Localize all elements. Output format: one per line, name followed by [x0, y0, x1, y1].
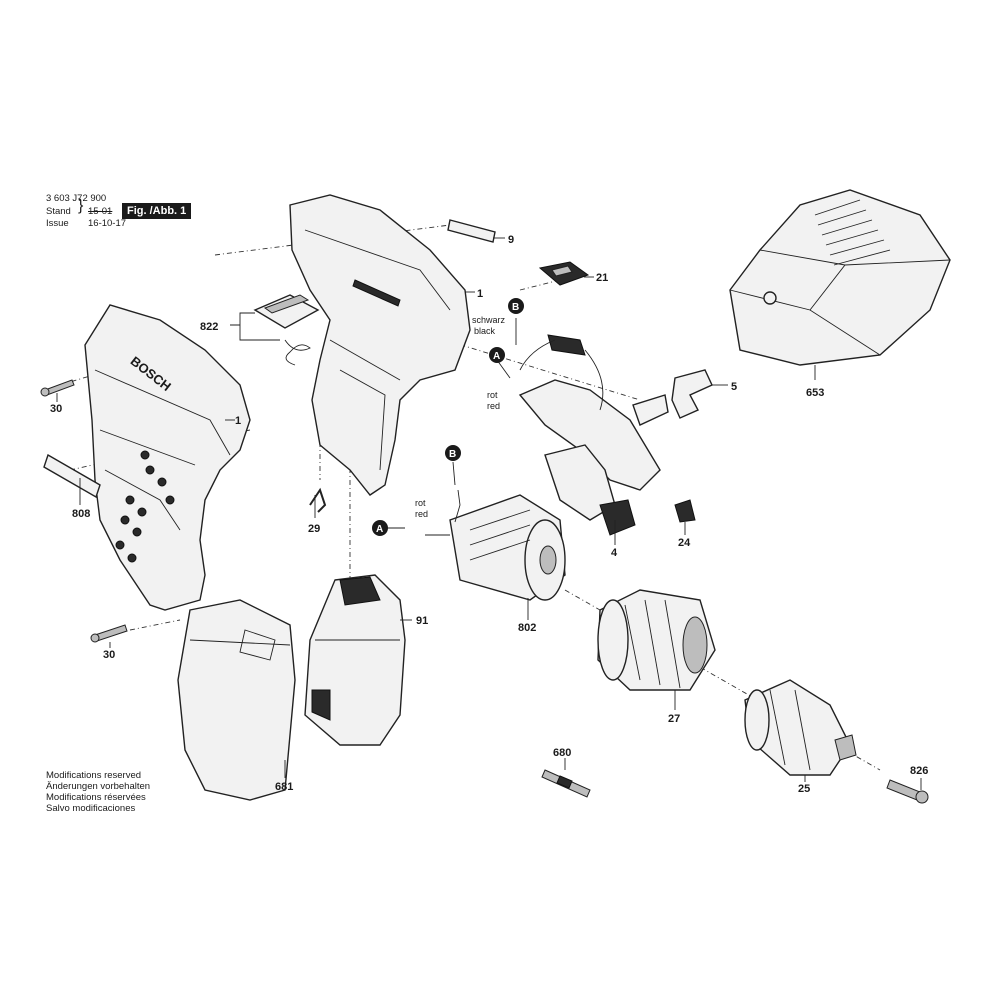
connector-b-upper-letter: B: [512, 302, 519, 313]
stand-value: 15-01: [88, 206, 113, 217]
drawing-number: 3 603 J72 900: [46, 193, 107, 204]
connector-b-upper: B: [508, 298, 524, 314]
note-en: Modifications reserved: [46, 770, 142, 781]
wire-label-red-lower: red: [415, 509, 428, 519]
note-es: Salvo modificaciones: [46, 803, 136, 814]
screw-30-bottom: [90, 624, 128, 643]
housing-half-left: BOSCH: [84, 304, 251, 611]
note-de: Änderungen vorbehalten: [46, 781, 151, 792]
wire-label-schwarz: schwarz: [472, 315, 506, 325]
part-label-4: 4: [611, 547, 618, 559]
battery-cover-681: [177, 599, 296, 801]
figure-tag: Fig. /Abb. 1: [122, 203, 192, 219]
housing-half-right: [289, 194, 471, 496]
issue-label: Issue: [46, 218, 69, 229]
spring-clip-29: [309, 487, 327, 513]
part-label-9: 9: [508, 234, 514, 246]
connector-a-upper: A: [489, 347, 505, 363]
part-label-24: 24: [678, 537, 691, 549]
leader-lines: [56, 237, 922, 790]
screw-826: [886, 779, 929, 804]
stand-label: Stand: [46, 206, 71, 217]
part-label-822: 822: [200, 321, 218, 333]
label-plate-808: [43, 453, 101, 499]
charger-vents: [814, 199, 891, 266]
connector-b-lower-letter: B: [449, 449, 456, 460]
part-label-680: 680: [553, 747, 571, 759]
motor-802: [425, 489, 566, 601]
connector-a-upper-letter: A: [493, 351, 500, 362]
wire-label-rot-lower: rot: [415, 498, 426, 508]
connector-b-lower: B: [445, 445, 461, 461]
part-label-808: 808: [72, 508, 90, 520]
gearbox-27: [597, 589, 716, 691]
note-fr: Modifications réservées: [46, 792, 146, 803]
part-label-826: 826: [910, 765, 928, 777]
part-label-1-left: 1: [235, 415, 241, 427]
part-label-27: 27: [668, 713, 680, 725]
wire-label-black: black: [474, 326, 496, 336]
connector-a-lower: A: [372, 520, 388, 536]
part-label-30-bottom: 30: [103, 649, 115, 661]
grip-texture: [115, 450, 175, 563]
brace-glyph: }: [78, 197, 84, 214]
part-label-21: 21: [596, 272, 608, 284]
part-label-25: 25: [798, 783, 810, 795]
switch-cap-21: [538, 261, 590, 286]
trigger-part-24: [674, 499, 696, 523]
part-label-1-right: 1: [477, 288, 483, 300]
part-label-653: 653: [806, 387, 824, 399]
part-label-802: 802: [518, 622, 536, 634]
charger-653: [729, 189, 951, 366]
battery-91: [304, 574, 406, 746]
wire-label-rot-upper: rot: [487, 390, 498, 400]
part-label-29: 29: [308, 523, 320, 535]
chuck-25: [744, 679, 857, 776]
switch-block-5: [632, 369, 713, 426]
cover-plate-9: [447, 219, 496, 243]
part-label-30-top: 30: [50, 403, 62, 415]
wire-label-red-upper: red: [487, 401, 500, 411]
modification-notes: Modifications reserved Änderungen vorbeh…: [46, 770, 150, 814]
part-label-5: 5: [731, 381, 737, 393]
connector-a-lower-letter: A: [376, 524, 383, 535]
part-label-91: 91: [416, 615, 428, 627]
issue-value: 16-10-17: [88, 218, 127, 229]
screwdriver-bit-680: [541, 769, 591, 798]
part-label-681: 681: [275, 781, 293, 793]
direction-switch-822: [253, 294, 320, 366]
electronic-module-4: [518, 334, 661, 536]
screw-30-top: [40, 379, 75, 397]
